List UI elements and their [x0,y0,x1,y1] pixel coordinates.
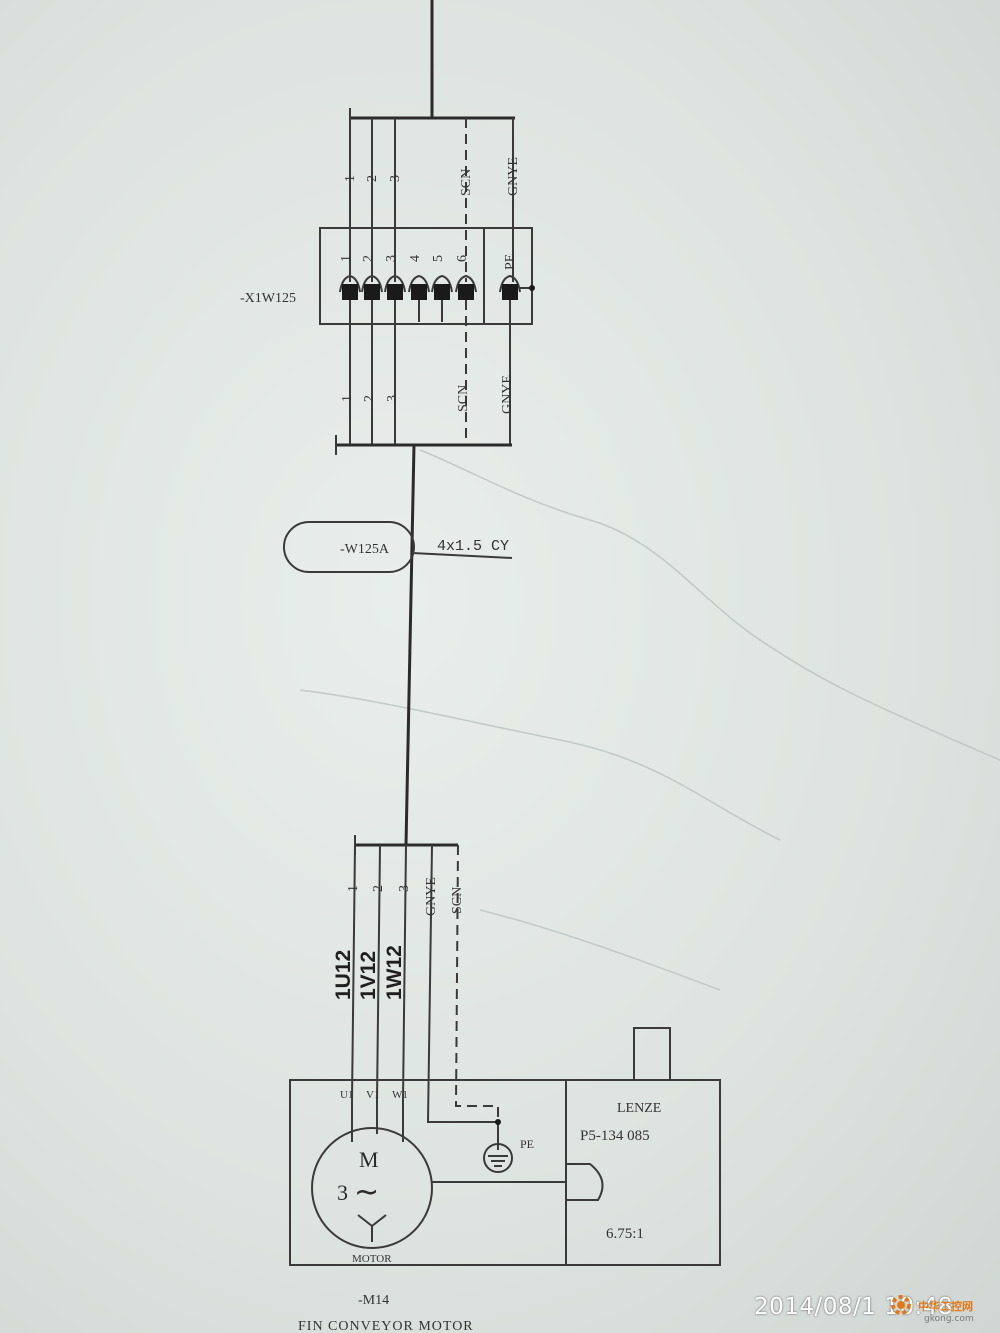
motor-wire-label-2: 2 [371,885,386,892]
motor-gearbox-frame [289,1079,721,1266]
motor-wire-gnye [426,844,499,1138]
paper-crease [299,689,781,841]
top-wire-label-3: 3 [388,175,403,182]
pin-6 [455,274,477,300]
cable-spec: 4x1.5 CY [437,538,509,555]
cable-w125a-line [404,444,416,846]
terminal-label-1w12: 1W12 [383,945,406,1000]
motor-wire-label-gnye: GNYE [424,877,439,916]
bottom-wire-label-gnye: GNYE [500,375,515,414]
ground-icon [483,1119,513,1173]
gearbox-top-block [633,1027,671,1081]
pin-number-6: 6 [455,255,470,262]
star-connection-icon [357,1214,387,1242]
pin-2 [361,274,383,300]
gearbox-model: P5-134 085 [580,1128,650,1144]
pin-5 [431,274,453,300]
pin-number-3: 3 [384,255,399,262]
motor-symbol-ac: ~ [354,1175,379,1210]
motor-wire-scn [454,844,499,1122]
watermark-site: gkong.com [924,1314,974,1324]
motor-caption: FIN CONVEYOR MOTOR [298,1319,474,1333]
connector-pins [339,274,535,300]
paper-crease [419,449,1000,761]
top-wire-label-1: 1 [343,175,358,182]
terminal-label-1v12: 1V12 [357,951,380,1000]
pin-pe-label: PE [503,254,518,270]
bottom-wire-label-1: 1 [340,395,355,402]
pin-3 [384,274,406,300]
pin-number-5: 5 [431,255,446,262]
pin-number-1: 1 [339,255,354,262]
paper-crease [479,909,721,991]
motor-wire-3 [402,844,407,1101]
pin-number-4: 4 [408,255,423,262]
pin-4 [408,274,430,300]
motor-pe-label: PE [520,1137,534,1151]
top-wire-label-gnye: GNYE [506,157,521,196]
bottom-wire-label-scn: SCN [456,385,471,412]
motor-terminal-w1: W1 [392,1089,408,1101]
motor-tag: -M14 [358,1293,389,1308]
top-wire-label-2: 2 [365,175,380,182]
motor-label: MOTOR [352,1253,392,1265]
motor-wire-2 [376,844,381,1101]
connector-housing [319,227,533,325]
cable-tag-oval [283,521,415,573]
motor-wire-label-scn: SCN [450,887,465,914]
bottom-wire-label-3: 3 [385,395,400,402]
motor-terminal-u1: U1 [340,1089,353,1101]
pin-number-2: 2 [361,255,376,262]
cable-tag: -W125A [340,542,390,557]
gear-icon [891,1295,911,1315]
cable-spec-leader [411,552,513,559]
motor-symbol-3: 3 [337,1180,348,1205]
motor-terminal-v1: V1 [366,1089,379,1101]
watermark-title: 中华工控网 [918,1300,973,1313]
motor-wire-label-1: 1 [346,885,361,892]
connector-tag: -X1W125 [240,291,296,306]
pin-pe [499,274,521,300]
gearbox-brand: LENZE [617,1101,661,1116]
motor-wire-label-3: 3 [397,885,412,892]
terminal-label-1u12: 1U12 [332,950,355,1000]
motor-symbol-m: M [359,1147,379,1172]
top-wire-label-scn: SCN [459,169,474,196]
motor-wire-1 [351,844,356,1101]
photo-timestamp: 2014/08/1 10:48 [754,1294,954,1320]
bottom-wire-label-2: 2 [362,395,377,402]
pin-1 [339,274,361,300]
gearbox-ratio: 6.75:1 [606,1226,644,1242]
coupling-icon [566,1163,604,1201]
motor-symbol-circle [311,1127,433,1249]
